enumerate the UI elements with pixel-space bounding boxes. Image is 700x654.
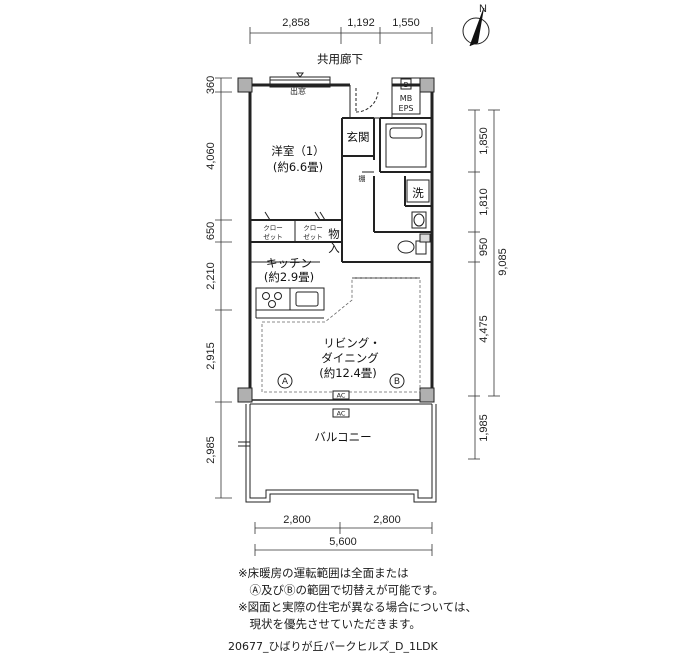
north-arrow-icon	[462, 7, 490, 47]
storage-label-1: 物	[328, 227, 340, 241]
storage-label-2: 入	[328, 241, 340, 255]
left-dim-2: 4,060	[205, 142, 217, 170]
plan-footer-label: 20677_ひばりが丘パークヒルズ_D_1LDK	[228, 640, 438, 653]
bay-window-label: 出窓	[290, 86, 306, 96]
note-line-3: ※図面と実際の住宅が異なる場合については、	[238, 600, 478, 614]
closet-a-line2: ゼット	[263, 232, 283, 241]
bathtub	[385, 123, 427, 168]
right-dim-3: 950	[478, 238, 490, 256]
kitchen-label: キッチン	[266, 256, 312, 270]
top-dim-1: 2,858	[282, 17, 310, 29]
note-line-1: ※床暖房の運転範囲は全面または	[238, 566, 409, 580]
zone-a-label: A	[282, 377, 289, 387]
toilet	[397, 233, 431, 255]
zone-markers	[277, 373, 405, 389]
floor-plan: 2,858 1,192 1,550 N 共用廊下 360 4,060 650 2…	[205, 3, 509, 556]
note-line-2: Ⓐ及びⒷの範囲で切替えが可能です。	[238, 583, 444, 597]
top-dimension	[249, 27, 433, 44]
right-dim-1: 1,850	[478, 127, 490, 155]
top-dim-3: 1,550	[392, 17, 420, 29]
compass-letter: N	[479, 3, 487, 15]
closet-a-line1: クロー	[263, 224, 283, 232]
right-dim-5: 1,985	[478, 414, 490, 442]
structural-columns	[237, 77, 435, 403]
ac-label-2: AC	[337, 410, 346, 418]
right-dim-4: 4,475	[478, 315, 490, 343]
wash-label: 洗	[412, 186, 424, 200]
closet-partitions	[264, 211, 326, 242]
interior-walls	[250, 117, 432, 279]
ac-units	[332, 390, 350, 418]
left-dim-3: 650	[205, 222, 217, 240]
kitchen-counter	[255, 287, 325, 319]
bottom-dim-total: 5,600	[329, 536, 357, 548]
washbasin	[406, 179, 430, 229]
zone-b-label: B	[394, 377, 400, 387]
living-label-2: ダイニング	[321, 351, 379, 365]
floor-heating-zone	[261, 277, 421, 393]
ac-label-1: AC	[337, 392, 346, 400]
top-dim-2: 1,192	[347, 17, 375, 29]
closet-b-line2: ゼット	[303, 232, 323, 241]
stove-icon	[262, 292, 282, 308]
living-label-1: リビング・	[323, 336, 381, 350]
left-dim-6: 2,985	[205, 436, 217, 464]
sink-icon	[295, 291, 319, 307]
b-mark: B	[404, 81, 409, 89]
living-size: (約12.4畳)	[319, 366, 377, 380]
left-dim-5: 2,915	[205, 342, 217, 370]
note-line-4: 現状を優先させていただきます。	[238, 617, 421, 631]
bay-window	[269, 72, 331, 88]
right-dim-total: 9,085	[497, 248, 509, 276]
entrance-door	[349, 85, 393, 119]
closet-b-line1: クロー	[303, 224, 323, 232]
left-dim-4: 2,210	[205, 262, 217, 290]
corridor-label: 共用廊下	[317, 52, 363, 66]
eps-label: EPS	[399, 104, 414, 113]
western-room-label: 洋室（1）	[271, 144, 324, 158]
bottom-dimension	[254, 522, 433, 556]
notes: ※床暖房の運転範囲は全面または Ⓐ及びⒷの範囲で切替えが可能です。 ※図面と実際…	[238, 565, 477, 633]
balcony-outline	[238, 404, 437, 503]
left-dimension	[215, 77, 232, 499]
bottom-dim-1: 2,800	[283, 514, 311, 526]
western-room-size: (約6.6畳)	[273, 160, 323, 174]
left-dim-1: 360	[205, 76, 217, 94]
kitchen-size: (約2.9畳)	[264, 270, 314, 284]
right-dim-2: 1,810	[478, 188, 490, 216]
right-dimension	[468, 109, 500, 460]
bottom-dim-2: 2,800	[373, 514, 401, 526]
mb-label: MB	[400, 94, 412, 103]
balcony-label: バルコニー	[314, 430, 371, 444]
shelf-label: 棚	[359, 174, 366, 183]
entrance-label: 玄関	[347, 130, 370, 144]
